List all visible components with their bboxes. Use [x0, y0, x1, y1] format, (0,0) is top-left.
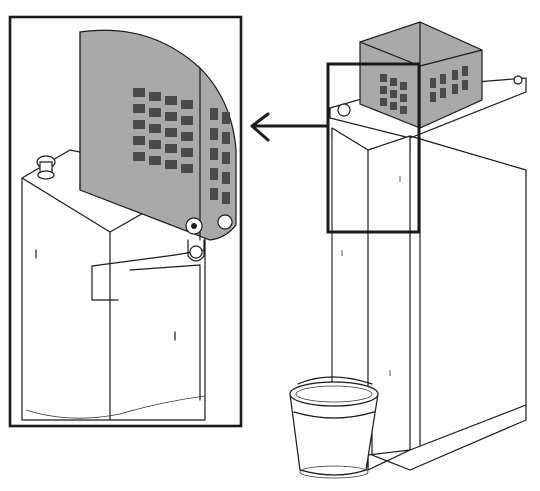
detail-grille — [133, 88, 230, 204]
arrow-left-icon — [250, 112, 330, 142]
detail-inset — [8, 15, 243, 428]
vent-cap-icon — [337, 103, 351, 117]
full-unit — [289, 21, 527, 479]
drain-valve-icon — [185, 214, 233, 262]
detail-vent-cap-icon — [36, 155, 56, 180]
grille — [380, 66, 468, 114]
condensing-unit — [359, 21, 483, 129]
detail-condensing-unit — [79, 29, 237, 241]
bucket-icon — [289, 376, 379, 479]
highlight-box — [326, 62, 421, 234]
